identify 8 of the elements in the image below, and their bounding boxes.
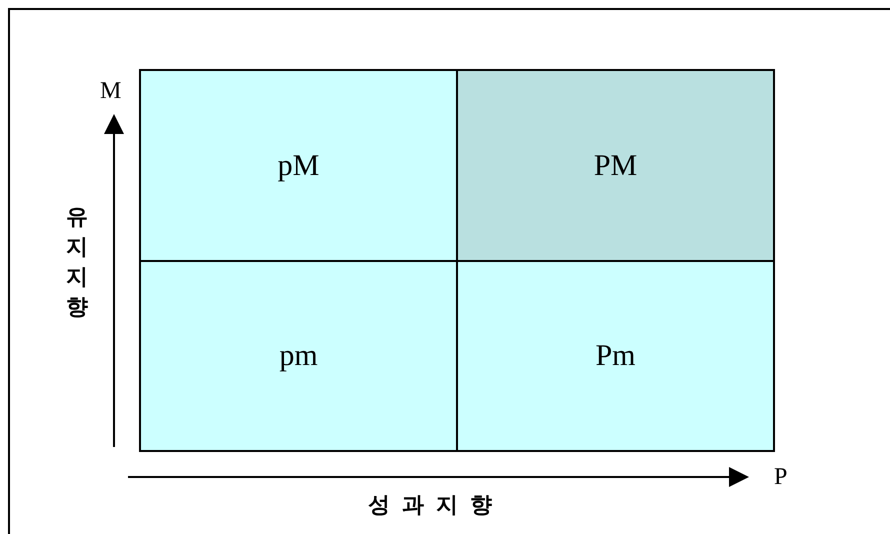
axis-end-label: M	[100, 78, 122, 105]
quadrant-box: pm	[139, 260, 458, 452]
axis-end-label: P	[774, 464, 788, 491]
axis-title: 유지지향	[65, 204, 89, 322]
quadrant-box: pM	[139, 69, 458, 262]
axis-title: 성과지향	[368, 492, 504, 520]
quadrant-box: PM	[456, 69, 775, 262]
quadrant-box: Pm	[456, 260, 775, 452]
